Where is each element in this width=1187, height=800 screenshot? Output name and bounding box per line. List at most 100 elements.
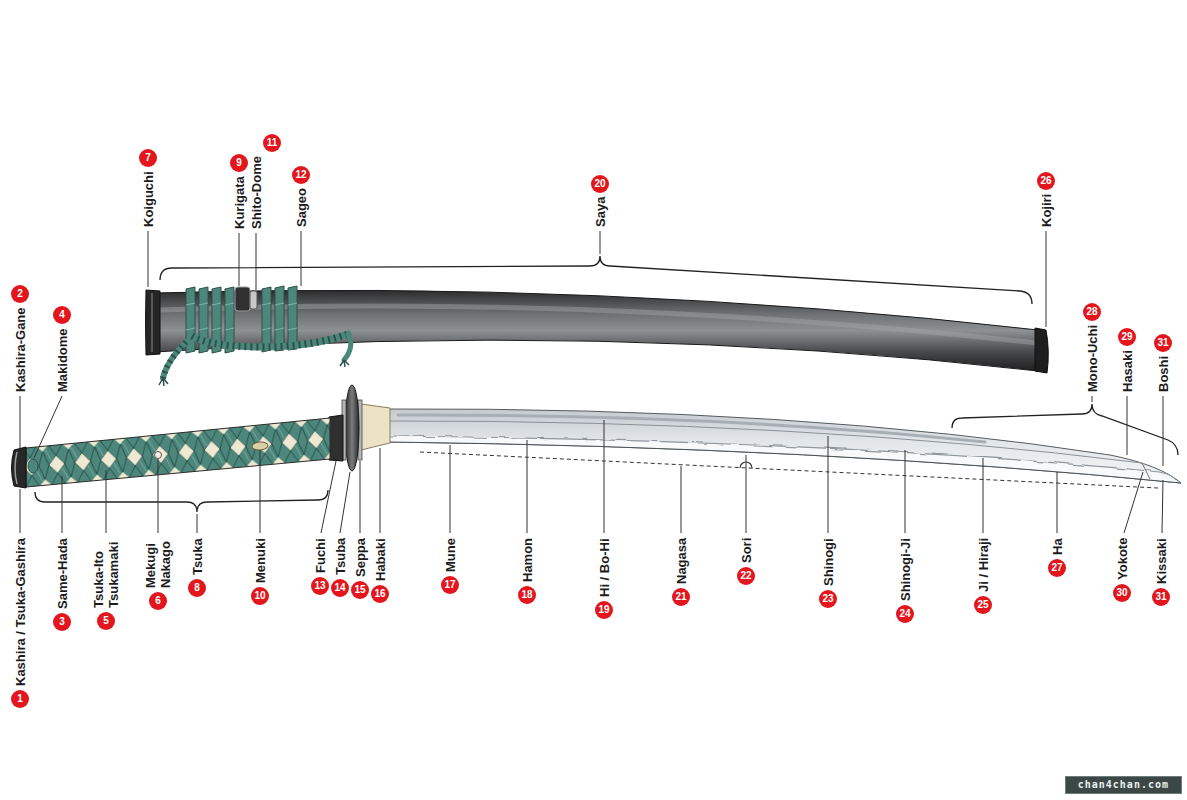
boshi-line	[1150, 471, 1176, 480]
callout-number: 15	[351, 581, 369, 599]
callout-number: 6	[149, 592, 167, 610]
part-name: Kashira-Gane	[13, 307, 28, 392]
sageo-cord	[192, 334, 348, 347]
sageo-braid	[192, 334, 348, 347]
leader-lines	[20, 231, 1163, 533]
part-name: Sori	[739, 538, 754, 563]
part-name: Shinogi	[821, 538, 836, 586]
leader-line	[450, 420, 1163, 533]
callout-number: 3	[53, 613, 71, 631]
part-name: Koiguchi	[141, 171, 156, 227]
part-name: Hasaki	[1120, 350, 1135, 392]
part-name: Tsuba	[333, 538, 348, 575]
part-name: Tsuka-Ito Tsukamaki	[91, 538, 121, 608]
callout-number: 9	[230, 154, 248, 172]
sageo-cord	[163, 342, 186, 378]
part-name: Kashira / Tsuka-Gashira	[13, 538, 28, 686]
part-name: Mune	[443, 538, 458, 572]
part-name: Shito-Dome	[249, 156, 264, 229]
brackets	[35, 256, 1178, 512]
callout-number: 14	[331, 579, 349, 597]
part-name: Kurigata	[232, 176, 247, 229]
part-name: Hi / Bo-Hi	[597, 539, 612, 598]
sageo-band	[288, 286, 297, 350]
saya-body	[155, 290, 1038, 371]
callout-number: 1	[11, 690, 29, 708]
part-name: Sageo	[294, 188, 309, 227]
part-name: Boshi	[1156, 356, 1171, 392]
habaki-collar	[361, 404, 390, 450]
hamon-area	[389, 436, 1181, 483]
part-name: Kissaki	[1154, 538, 1169, 584]
callout-number: 12	[292, 166, 310, 184]
blade-edge	[389, 442, 1181, 483]
tsuka-handle	[26, 418, 330, 487]
saya-bracket	[160, 256, 1032, 304]
callout-number: 2	[11, 285, 29, 303]
callout-number: 20	[591, 175, 609, 193]
callout-number: 13	[311, 577, 329, 595]
blade-drawing	[389, 409, 1181, 483]
sageo-braid	[163, 342, 186, 378]
callout-number: 5	[97, 612, 115, 630]
callout-number: 4	[53, 306, 71, 324]
callout-number: 31	[1154, 334, 1172, 352]
koiguchi-collar	[146, 290, 161, 355]
part-name: Fuchi	[313, 538, 328, 573]
part-name: Mekugi Nakago	[143, 538, 173, 588]
kashira-gane	[15, 452, 17, 484]
leader-line	[321, 448, 380, 533]
callout-number: 19	[595, 601, 613, 619]
sageo-cord	[344, 334, 351, 360]
tsuba-guard	[345, 385, 359, 471]
menuki-ornament	[252, 441, 269, 450]
part-name: Ji / Hiraji	[976, 538, 991, 592]
leader-line	[148, 231, 1046, 327]
callout-number: 7	[139, 149, 157, 167]
shito-dome-ring	[250, 291, 257, 309]
callout-number: 10	[251, 587, 269, 605]
sageo-tassel	[159, 360, 349, 386]
part-name: Nagasa	[674, 538, 689, 584]
watermark: chan4chan.com	[1065, 776, 1182, 794]
part-name: Seppa	[353, 538, 368, 577]
part-name: Yokote	[1115, 538, 1130, 580]
part-name: Kojiri	[1039, 194, 1054, 227]
leader-line	[20, 450, 260, 533]
callout-number: 25	[974, 596, 992, 614]
callout-number: 29	[1118, 328, 1136, 346]
kojiri-cap	[1035, 328, 1048, 373]
part-name: Hamon	[520, 538, 535, 582]
fuchi-collar	[329, 415, 343, 461]
yokote-line	[1142, 463, 1150, 479]
callout-number: 23	[819, 590, 837, 608]
callout-number: 22	[737, 567, 755, 585]
part-name: Ha	[1050, 538, 1065, 555]
koiguchi-highlight	[151, 293, 153, 352]
part-name: Same-Hada	[55, 538, 70, 609]
callout-number: 16	[371, 585, 389, 603]
callout-number: 30	[1113, 584, 1131, 602]
part-name: Tsuka	[190, 538, 205, 575]
mono-uchi-bracket	[952, 404, 1178, 455]
sageo-band	[262, 287, 271, 352]
callout-number: 17	[441, 576, 459, 594]
callout-number: 27	[1048, 559, 1066, 577]
part-name: Shinogi-Ji	[898, 538, 913, 601]
part-name: Makidome	[55, 328, 70, 392]
nagasa-line	[420, 452, 1158, 488]
sageo-band	[275, 286, 284, 351]
callout-number: 21	[672, 588, 690, 606]
shinogi-ridge	[389, 421, 1142, 463]
callout-number: 11	[263, 134, 281, 152]
part-name: Menuki	[253, 538, 268, 583]
leader-line	[20, 396, 1163, 466]
callout-number: 24	[896, 605, 914, 623]
callout-number: 18	[518, 586, 536, 604]
part-name: Saya	[593, 197, 608, 227]
mekugi-peg	[155, 452, 162, 459]
callout-number: 31	[1152, 588, 1170, 606]
tsuka-bracket	[35, 490, 328, 512]
